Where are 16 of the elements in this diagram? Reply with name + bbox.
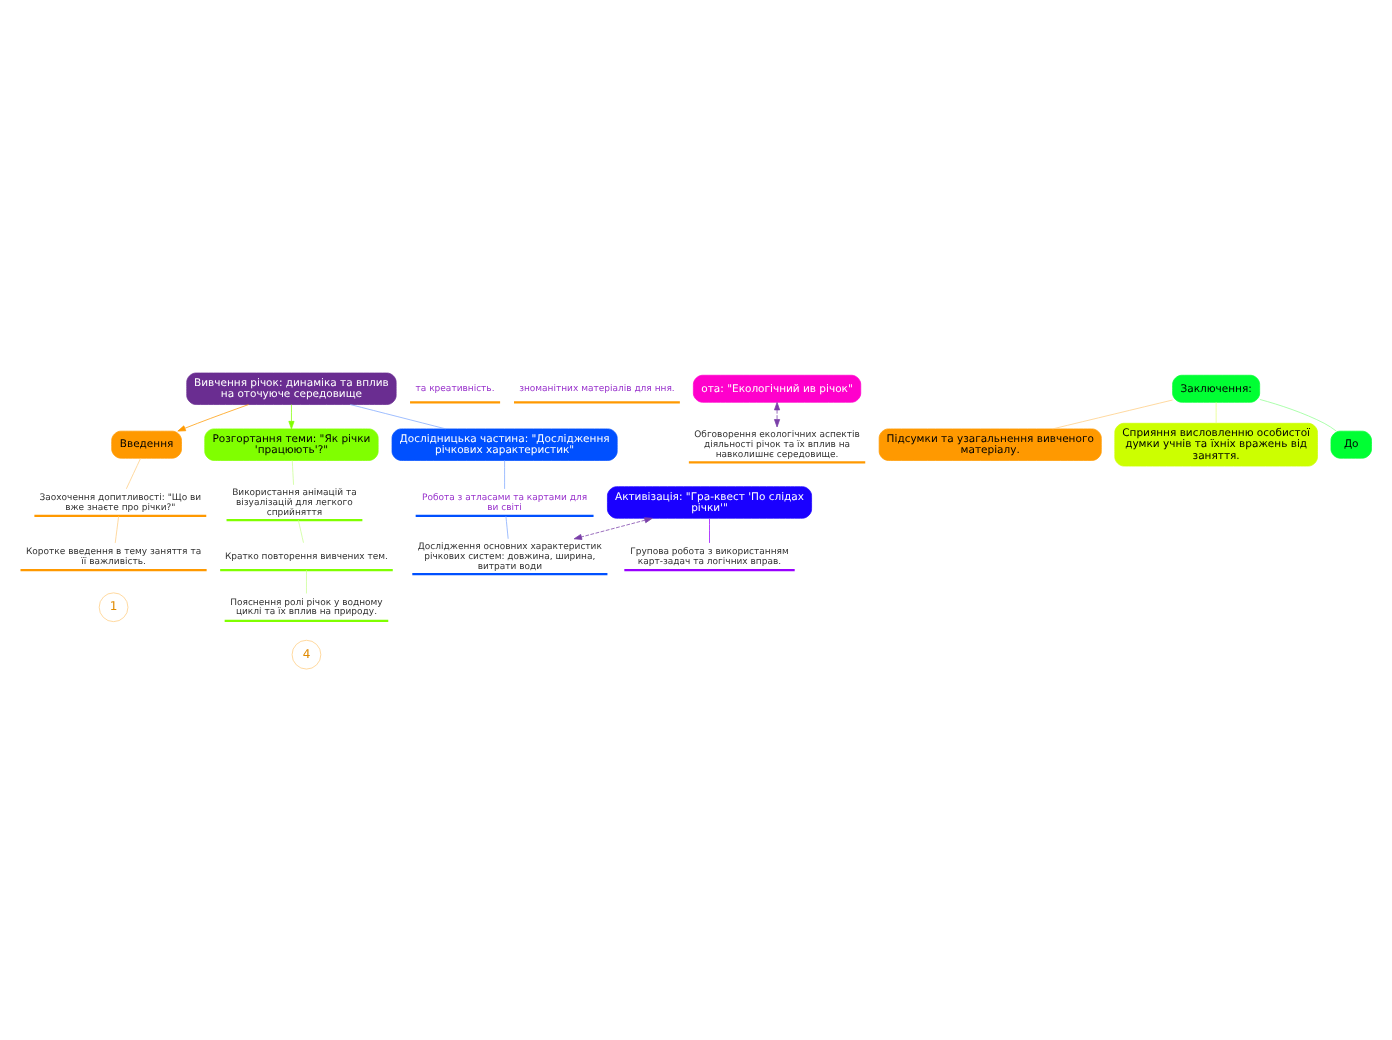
connector bbox=[505, 514, 509, 539]
connector bbox=[306, 568, 307, 593]
connector bbox=[709, 517, 710, 543]
connector bbox=[1215, 401, 1217, 423]
connector bbox=[297, 518, 304, 543]
connector bbox=[291, 459, 294, 485]
connector bbox=[1259, 398, 1337, 431]
connector bbox=[1052, 398, 1173, 429]
connector bbox=[349, 403, 446, 429]
arrow bbox=[177, 403, 249, 431]
arrow bbox=[288, 403, 295, 429]
connector bbox=[114, 514, 120, 543]
connector bbox=[504, 459, 505, 489]
arrow bbox=[573, 516, 653, 539]
connector bbox=[125, 456, 141, 489]
arrow bbox=[774, 401, 781, 427]
